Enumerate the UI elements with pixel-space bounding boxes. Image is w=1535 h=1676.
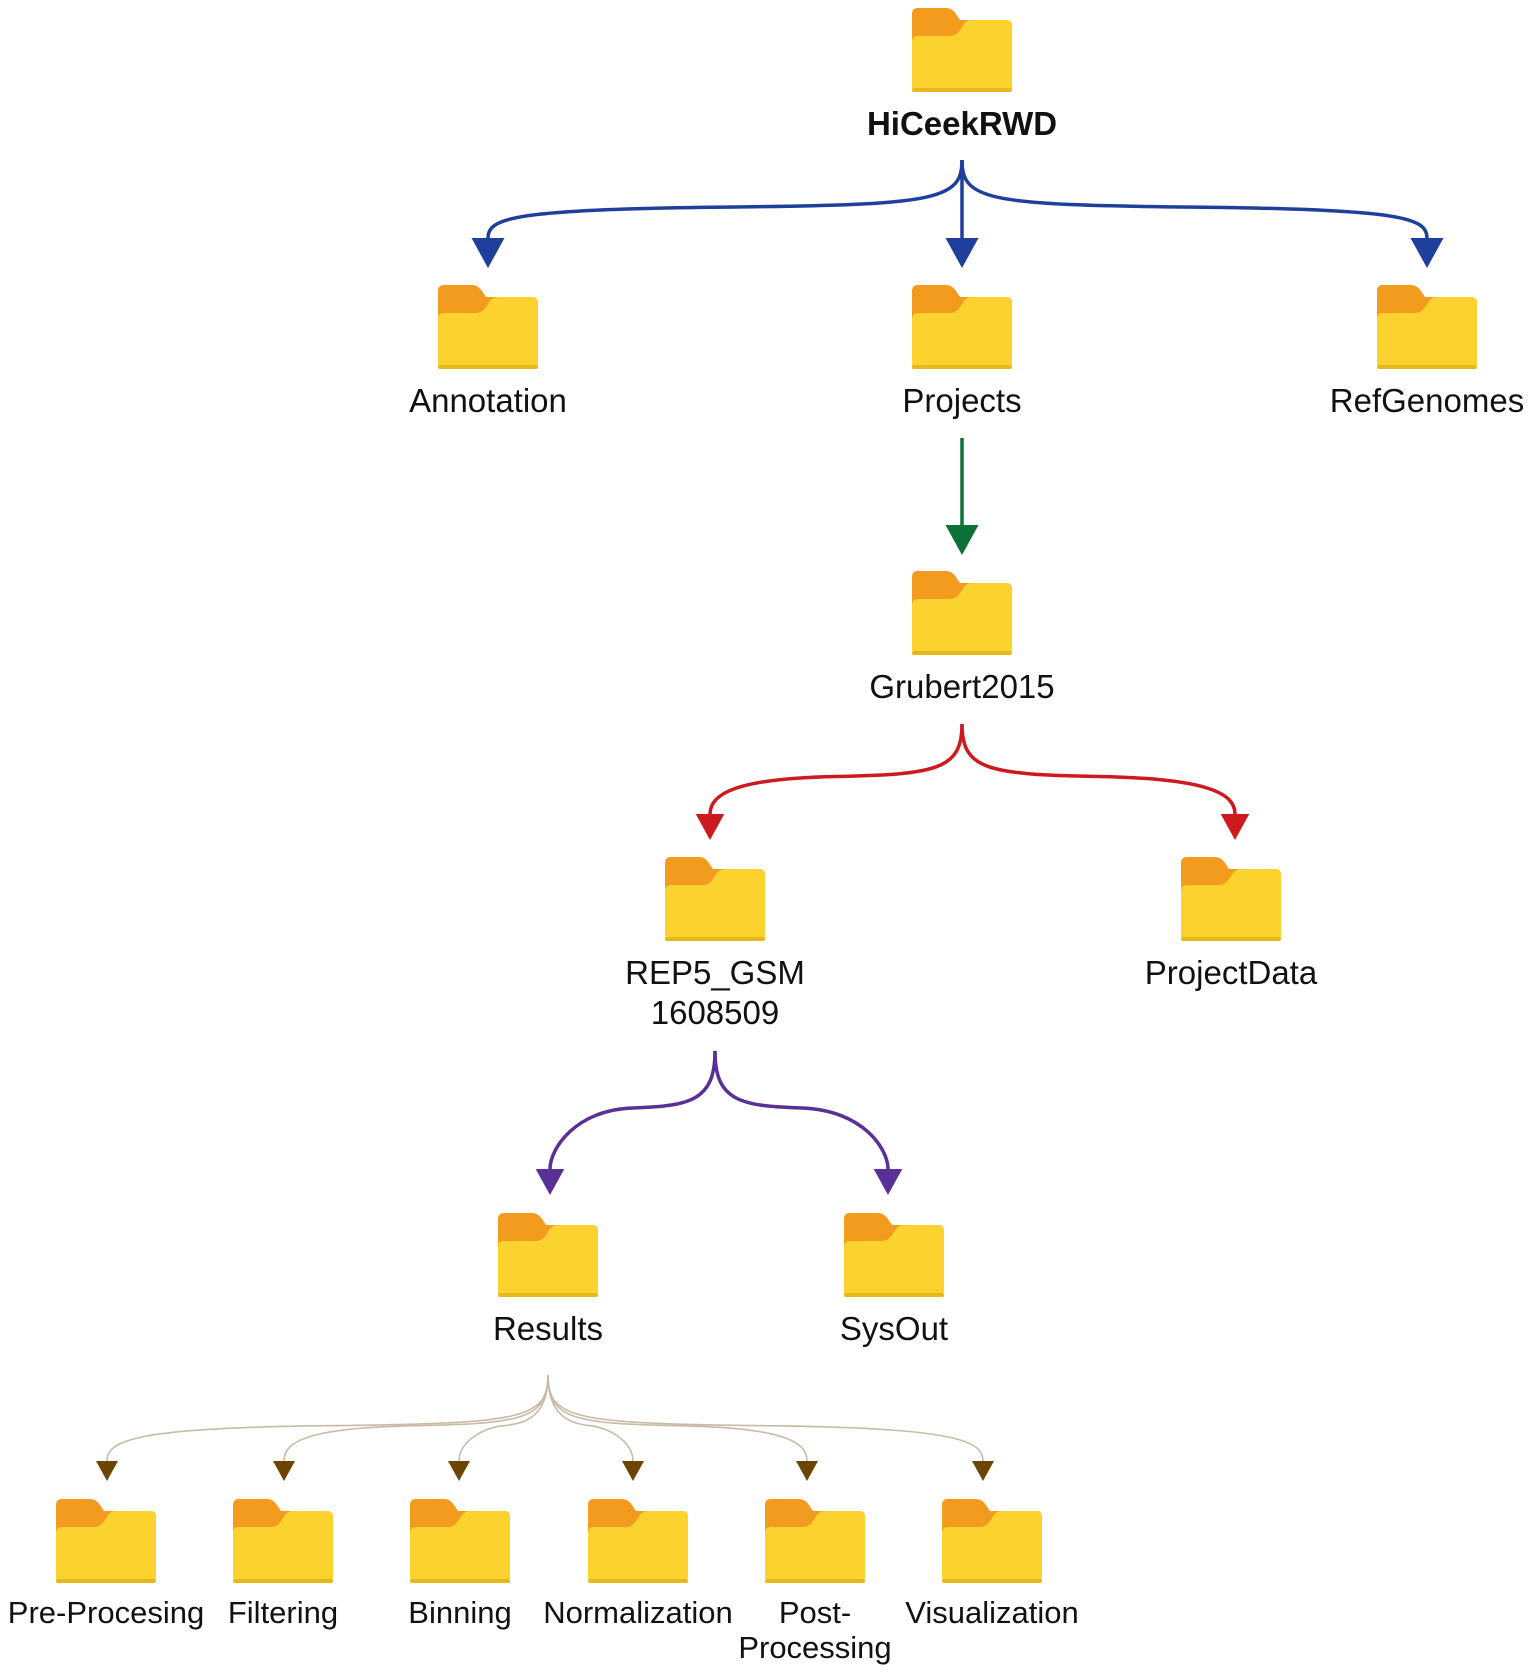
folder-icon [404,1497,516,1583]
arrowhead-root-to-projects [945,238,979,268]
arrowhead-grubert2015-to-projectdata [1220,814,1250,840]
edge-root-to-refgenomes [960,159,1429,239]
folder-label: SysOut [839,1310,949,1347]
arrowhead-rep5-to-sysout [873,1169,903,1195]
arrowhead-results-to-binning [448,1461,470,1481]
folder-label: Filtering [227,1595,339,1630]
folder-label: Annotation [409,382,567,419]
folder-icon [1175,855,1287,941]
edge-results-to-visualization [547,1374,984,1462]
arrowhead-results-to-preprocesing [96,1461,118,1481]
folder-label: Post- Processing [738,1595,892,1665]
edge-results-to-normalization [547,1374,634,1462]
arrowhead-rep5-to-results [535,1169,565,1195]
folder-label: Binning [408,1595,512,1630]
arrowhead-projects-to-grubert2015 [945,525,979,555]
folder-icon [1371,283,1483,369]
folder-label: Normalization [543,1595,733,1630]
arrowhead-root-to-annotation [471,238,505,268]
folder-icon [50,1497,162,1583]
folder-label: REP5_GSM 1608509 [625,954,805,1031]
folder-label: Results [492,1310,604,1347]
folder-label: Projects [902,382,1022,419]
folder-icon [906,569,1018,655]
folder-icon [432,283,544,369]
folder-label: Grubert2015 [869,668,1055,705]
folder-label: HiCeekRWD [866,105,1058,142]
edge-grubert2015-to-projectdata [960,723,1237,815]
folder-icon [906,6,1018,92]
arrowhead-results-to-postprocessing [796,1461,818,1481]
folder-label: Visualization [905,1595,1079,1630]
folder-icon [838,1211,950,1297]
edge-results-to-preprocesing [106,1374,549,1462]
arrowhead-grubert2015-to-rep5 [695,814,725,840]
folder-icon [659,855,771,941]
folder-label: RefGenomes [1329,382,1525,419]
folder-icon [936,1497,1048,1583]
edge-results-to-postprocessing [547,1374,808,1462]
edge-results-to-binning [458,1374,549,1462]
folder-label: ProjectData [1144,954,1318,991]
folder-icon [492,1211,604,1297]
folder-label: Pre-Procesing [7,1595,205,1630]
arrowhead-results-to-filtering [273,1461,295,1481]
edge-rep5-to-results [548,1050,717,1170]
edge-grubert2015-to-rep5 [708,723,964,815]
arrowhead-results-to-normalization [622,1461,644,1481]
edge-root-to-annotation [486,159,964,239]
edge-results-to-filtering [283,1374,549,1462]
arrowhead-results-to-visualization [972,1461,994,1481]
folder-icon [759,1497,871,1583]
edge-rep5-to-sysout [713,1050,890,1170]
folder-icon [906,283,1018,369]
folder-icon [227,1497,339,1583]
folder-icon [582,1497,694,1583]
arrowhead-root-to-refgenomes [1410,238,1444,268]
